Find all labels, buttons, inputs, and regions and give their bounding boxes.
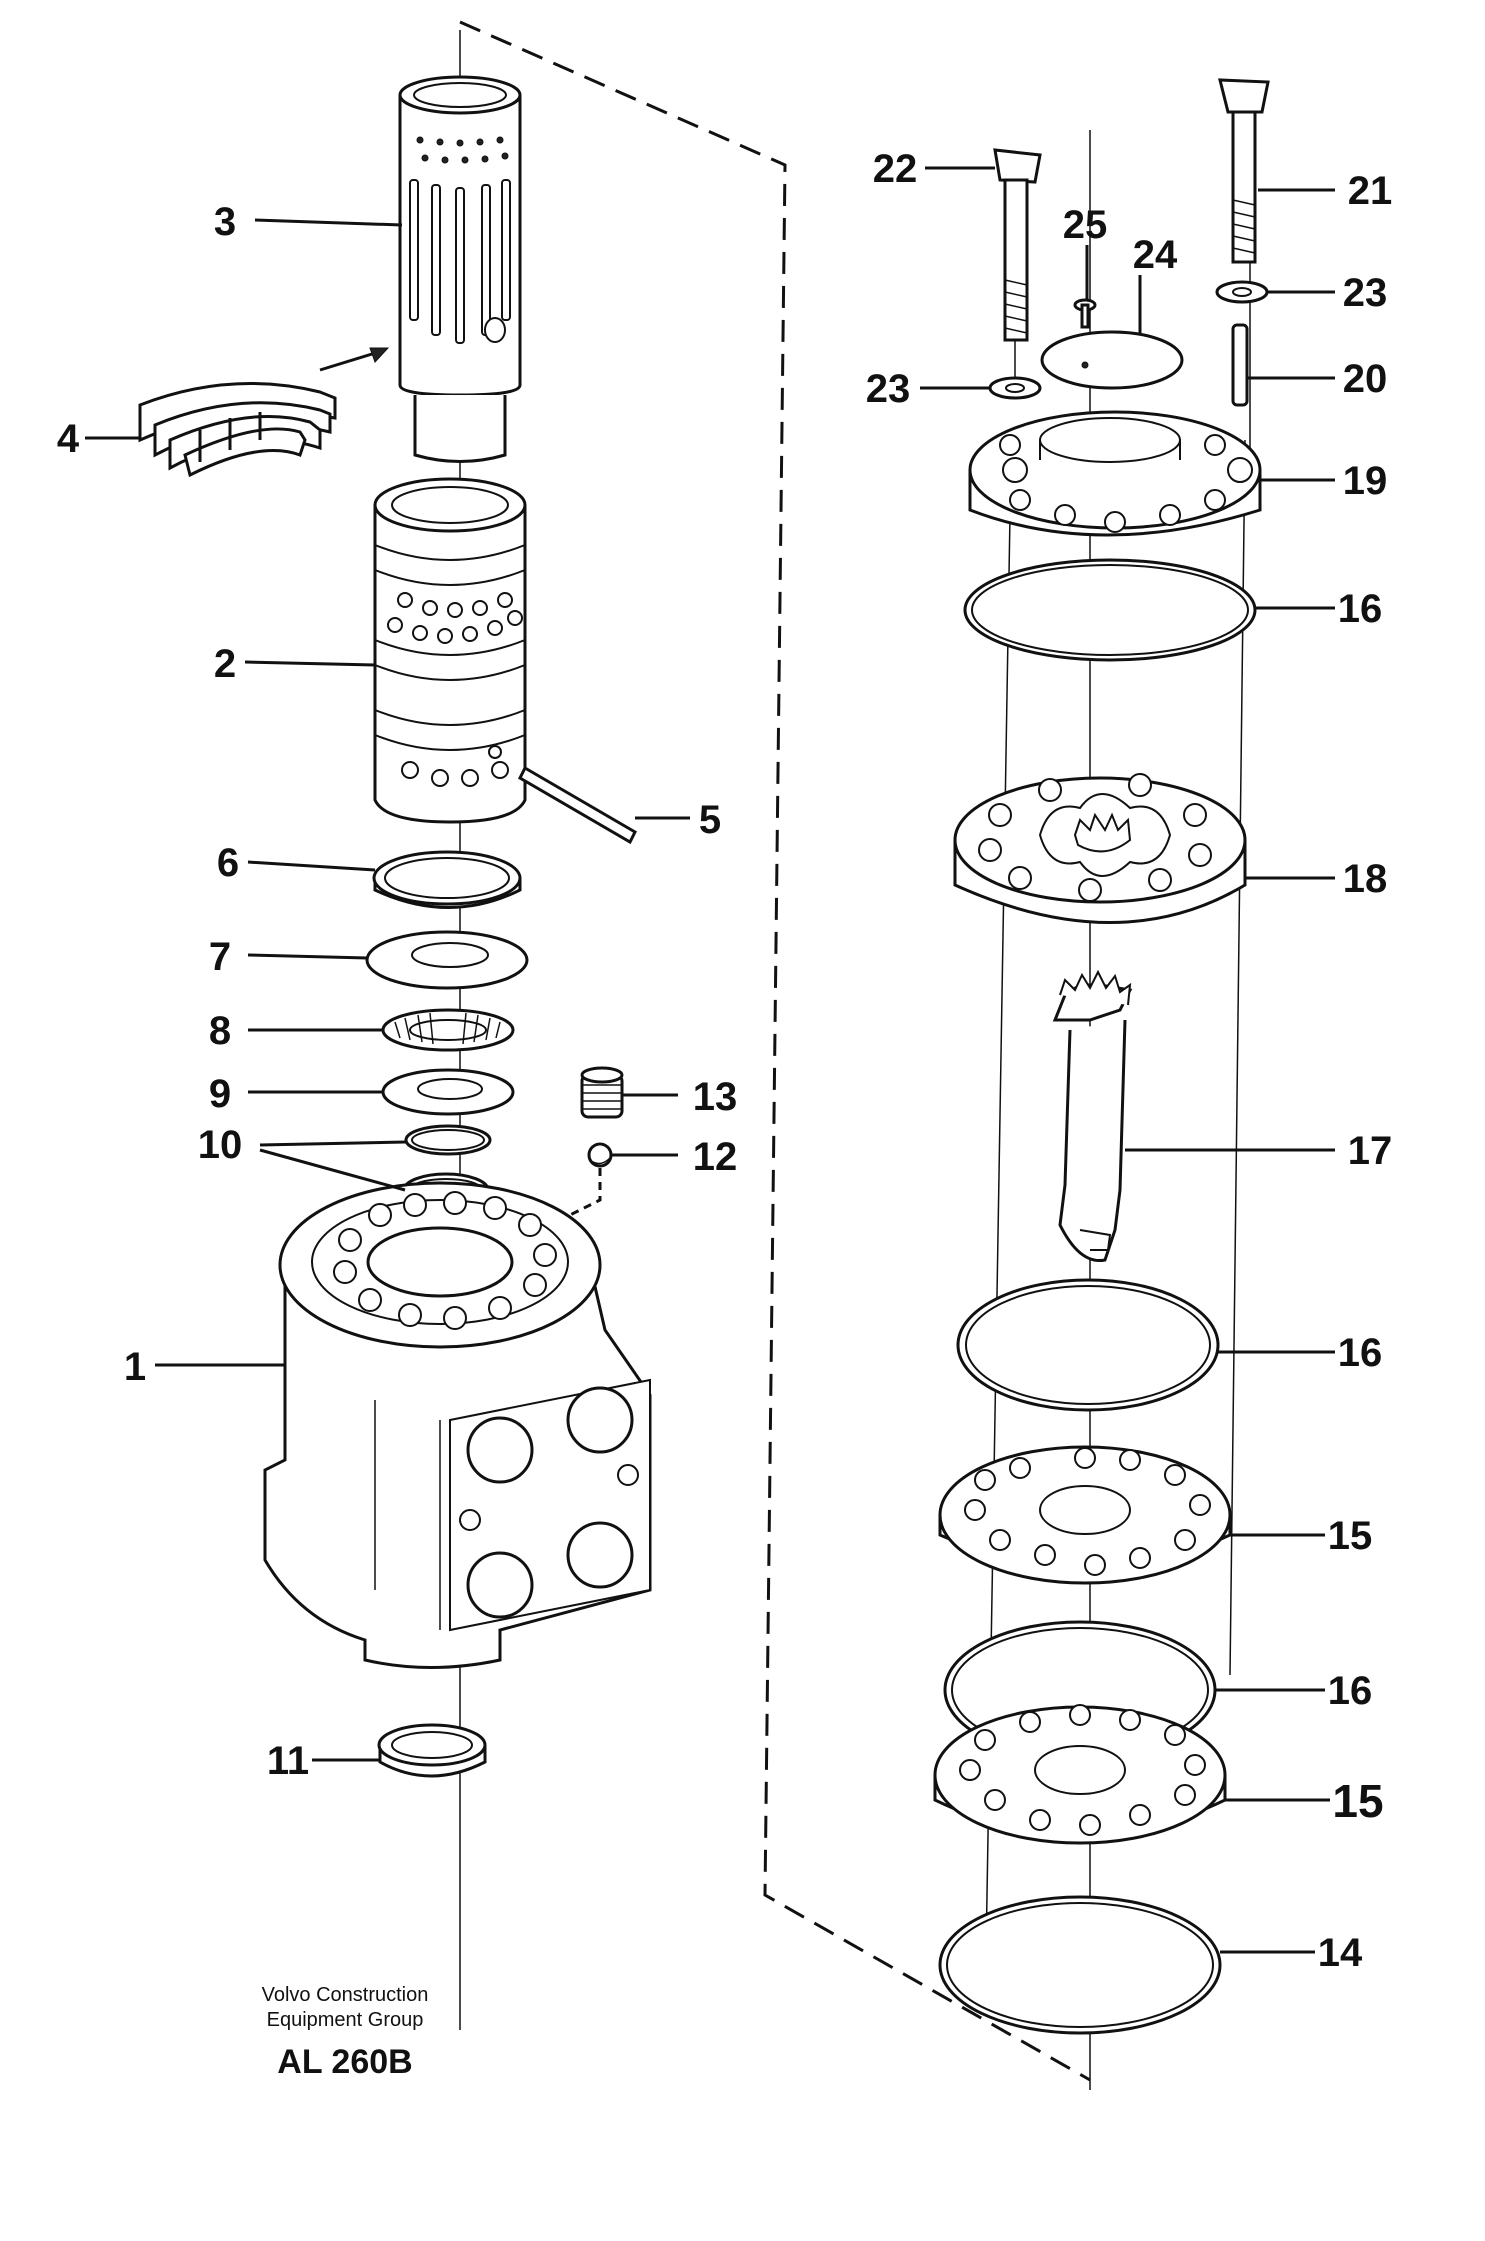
bearing-part-8 bbox=[381, 1008, 515, 1052]
plate-holes-lower bbox=[959, 1704, 1206, 1836]
callout-3: 3 bbox=[214, 200, 236, 244]
callout-16-middle: 16 bbox=[1338, 1331, 1383, 1375]
callout-23-right: 23 bbox=[1343, 271, 1388, 315]
callout-10: 10 bbox=[198, 1123, 243, 1167]
leader-lines bbox=[85, 166, 1335, 1954]
plate-holes-upper bbox=[964, 1447, 1211, 1576]
callout-6: 6 bbox=[217, 841, 239, 885]
ring-part-11 bbox=[377, 1723, 487, 1778]
callout-16-lower: 16 bbox=[1328, 1669, 1373, 1713]
callout-2: 2 bbox=[214, 642, 236, 686]
callout-4: 4 bbox=[57, 417, 80, 461]
plate-part-24 bbox=[1040, 330, 1184, 390]
o-ring-part-16-middle bbox=[956, 1278, 1220, 1412]
drive-shaft-part-17 bbox=[1052, 969, 1133, 1263]
distributor-plate-part-15-lower bbox=[933, 1704, 1227, 1845]
callout-11: 11 bbox=[267, 1739, 309, 1783]
housing-ports bbox=[459, 1386, 639, 1619]
callout-12: 12 bbox=[693, 1135, 738, 1179]
callout-21: 21 bbox=[1348, 169, 1393, 213]
callout-5: 5 bbox=[699, 798, 721, 842]
washer-part-23-left bbox=[988, 376, 1042, 400]
caption-code: AL 260B bbox=[277, 2043, 412, 2081]
sleeve-holes bbox=[387, 592, 523, 787]
callout-13: 13 bbox=[693, 1075, 738, 1119]
washer-part-9 bbox=[381, 1068, 515, 1116]
housing-bolt-holes bbox=[333, 1191, 557, 1330]
washer-part-23-right bbox=[1215, 280, 1269, 304]
o-ring-part-14 bbox=[938, 1895, 1222, 2035]
o-ring-part-16-top bbox=[963, 558, 1257, 662]
gear-set-holes bbox=[978, 773, 1212, 902]
screw-part-13 bbox=[580, 1066, 624, 1119]
callout-8: 8 bbox=[209, 1009, 231, 1053]
callout-23-left: 23 bbox=[866, 367, 911, 411]
callout-25: 25 bbox=[1063, 203, 1108, 247]
callout-18: 18 bbox=[1343, 857, 1388, 901]
callout-16-top: 16 bbox=[1338, 587, 1383, 631]
pin-part-5 bbox=[518, 765, 637, 845]
end-cover-holes bbox=[999, 434, 1253, 533]
callout-19: 19 bbox=[1343, 459, 1388, 503]
spool-part-3 bbox=[398, 75, 522, 463]
dashed-separator bbox=[459, 20, 1091, 2082]
callout-9: 9 bbox=[209, 1072, 231, 1116]
screw-part-25 bbox=[1073, 298, 1097, 329]
springs-part-4 bbox=[138, 347, 390, 478]
bolt-part-21 bbox=[1218, 78, 1270, 264]
washer-part-7 bbox=[365, 930, 529, 990]
callout-14: 14 bbox=[1318, 1931, 1363, 1975]
callout-1: 1 bbox=[124, 1345, 146, 1389]
distributor-plate-part-15-upper bbox=[938, 1445, 1232, 1585]
caption-line-1: Volvo Construction bbox=[262, 1984, 429, 2006]
caption-block: Volvo Construction Equipment Group AL 26… bbox=[262, 1984, 429, 2081]
callout-17: 17 bbox=[1348, 1129, 1393, 1173]
callout-22: 22 bbox=[873, 147, 918, 191]
housing-part-1 bbox=[263, 1181, 652, 1669]
spool-holes bbox=[416, 136, 509, 164]
end-cover-part-19 bbox=[968, 410, 1262, 537]
callout-15-upper: 15 bbox=[1328, 1514, 1373, 1558]
pin-part-20 bbox=[1231, 323, 1249, 407]
callout-20: 20 bbox=[1343, 357, 1388, 401]
ring-part-6 bbox=[372, 850, 522, 909]
gear-set-part-18 bbox=[953, 773, 1247, 924]
bolt-part-22 bbox=[993, 148, 1042, 342]
caption-line-2: Equipment Group bbox=[267, 2009, 424, 2031]
callout-labels: 3 4 2 6 7 8 9 10 1 11 5 13 12 22 23 25 2… bbox=[57, 147, 1392, 1975]
callout-24: 24 bbox=[1133, 233, 1178, 277]
callout-15-lower: 15 bbox=[1332, 1775, 1383, 1827]
callout-7: 7 bbox=[209, 935, 231, 979]
sleeve-part-2 bbox=[373, 477, 527, 824]
